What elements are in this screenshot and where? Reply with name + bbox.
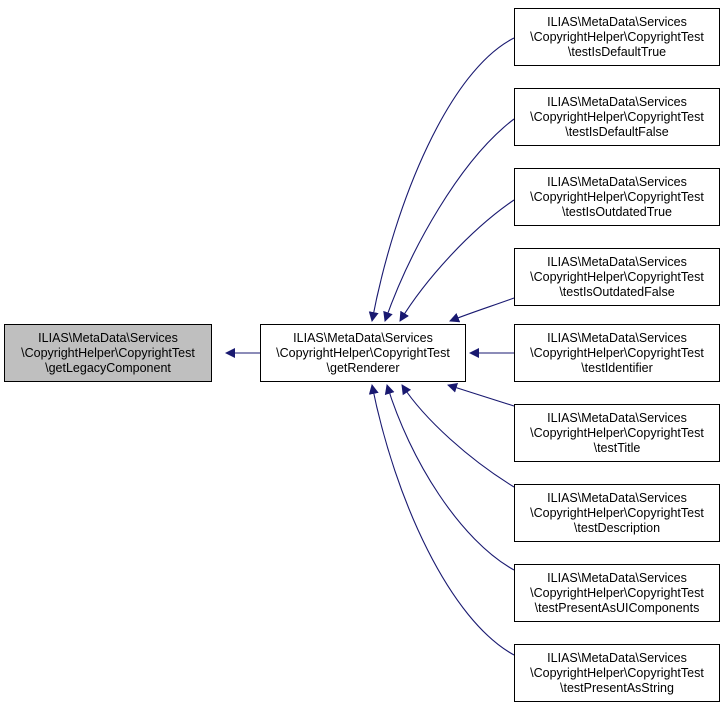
node-label-line: \testIsOutdatedTrue — [561, 204, 672, 219]
node-testidentifier[interactable]: ILIAS\MetaData\Services \CopyrightHelper… — [514, 324, 720, 382]
edge-testpresentasstring — [368, 384, 515, 656]
node-testpresentasstring[interactable]: ILIAS\MetaData\Services \CopyrightHelper… — [514, 644, 720, 702]
node-label-line: \CopyrightHelper\CopyrightTest — [530, 505, 704, 520]
edge-testtitle — [447, 382, 515, 407]
node-label-line: \testIsOutdatedFalse — [559, 284, 675, 299]
node-label-line: \testIsDefaultTrue — [567, 44, 667, 59]
node-label-line: \CopyrightHelper\CopyrightTest — [21, 345, 195, 360]
edge-testisdefaultfalse — [383, 118, 515, 322]
node-label-line: ILIAS\MetaData\Services — [547, 94, 687, 109]
node-label-line: ILIAS\MetaData\Services — [547, 410, 687, 425]
node-testisdefaultfalse[interactable]: ILIAS\MetaData\Services \CopyrightHelper… — [514, 88, 720, 146]
node-getlegacycomponent: ILIAS\MetaData\Services \CopyrightHelper… — [4, 324, 212, 382]
node-label-line: \CopyrightHelper\CopyrightTest — [530, 585, 704, 600]
node-label-line: \CopyrightHelper\CopyrightTest — [530, 665, 704, 680]
node-label-line: \testTitle — [593, 440, 641, 455]
node-label-line: \testIsDefaultFalse — [565, 124, 669, 139]
node-label-line: \testPresentAsUIComponents — [534, 600, 700, 615]
node-getrenderer[interactable]: ILIAS\MetaData\Services \CopyrightHelper… — [260, 324, 466, 382]
node-label-line: ILIAS\MetaData\Services — [547, 330, 687, 345]
node-testtitle[interactable]: ILIAS\MetaData\Services \CopyrightHelper… — [514, 404, 720, 462]
node-label-line: \testDescription — [573, 520, 661, 535]
node-testpresentasuicomponents[interactable]: ILIAS\MetaData\Services \CopyrightHelper… — [514, 564, 720, 622]
node-label-line: ILIAS\MetaData\Services — [38, 330, 178, 345]
node-label-line: \CopyrightHelper\CopyrightTest — [530, 345, 704, 360]
node-label-line: \CopyrightHelper\CopyrightTest — [530, 425, 704, 440]
node-label-line: \CopyrightHelper\CopyrightTest — [530, 109, 704, 124]
node-label-line: ILIAS\MetaData\Services — [547, 254, 687, 269]
node-testdescription[interactable]: ILIAS\MetaData\Services \CopyrightHelper… — [514, 484, 720, 542]
node-label-line: ILIAS\MetaData\Services — [547, 570, 687, 585]
node-label-line: \getLegacyComponent — [45, 360, 171, 375]
node-label-line: \CopyrightHelper\CopyrightTest — [530, 189, 704, 204]
node-label-line: \getRenderer — [326, 360, 400, 375]
node-testisoutdatedtrue[interactable]: ILIAS\MetaData\Services \CopyrightHelper… — [514, 168, 720, 226]
edge-testisoutdatedtrue — [399, 199, 515, 322]
node-label-line: ILIAS\MetaData\Services — [547, 174, 687, 189]
node-label-line: ILIAS\MetaData\Services — [547, 14, 687, 29]
node-testisoutdatedfalse[interactable]: ILIAS\MetaData\Services \CopyrightHelper… — [514, 248, 720, 306]
edge-testpresentasuicomponents — [384, 384, 515, 571]
edge-testisdefaulttrue — [368, 37, 515, 322]
node-label-line: \testPresentAsString — [560, 680, 674, 695]
node-testisdefaulttrue[interactable]: ILIAS\MetaData\Services \CopyrightHelper… — [514, 8, 720, 66]
node-label-line: \testIdentifier — [581, 360, 653, 375]
node-label-line: ILIAS\MetaData\Services — [547, 650, 687, 665]
node-label-line: \CopyrightHelper\CopyrightTest — [530, 269, 704, 284]
node-label-line: ILIAS\MetaData\Services — [547, 490, 687, 505]
node-label-line: \CopyrightHelper\CopyrightTest — [530, 29, 704, 44]
node-label-line: \CopyrightHelper\CopyrightTest — [276, 345, 450, 360]
edge-testdescription — [401, 384, 515, 488]
edge-testisoutdatedfalse — [449, 297, 515, 323]
node-label-line: ILIAS\MetaData\Services — [293, 330, 433, 345]
